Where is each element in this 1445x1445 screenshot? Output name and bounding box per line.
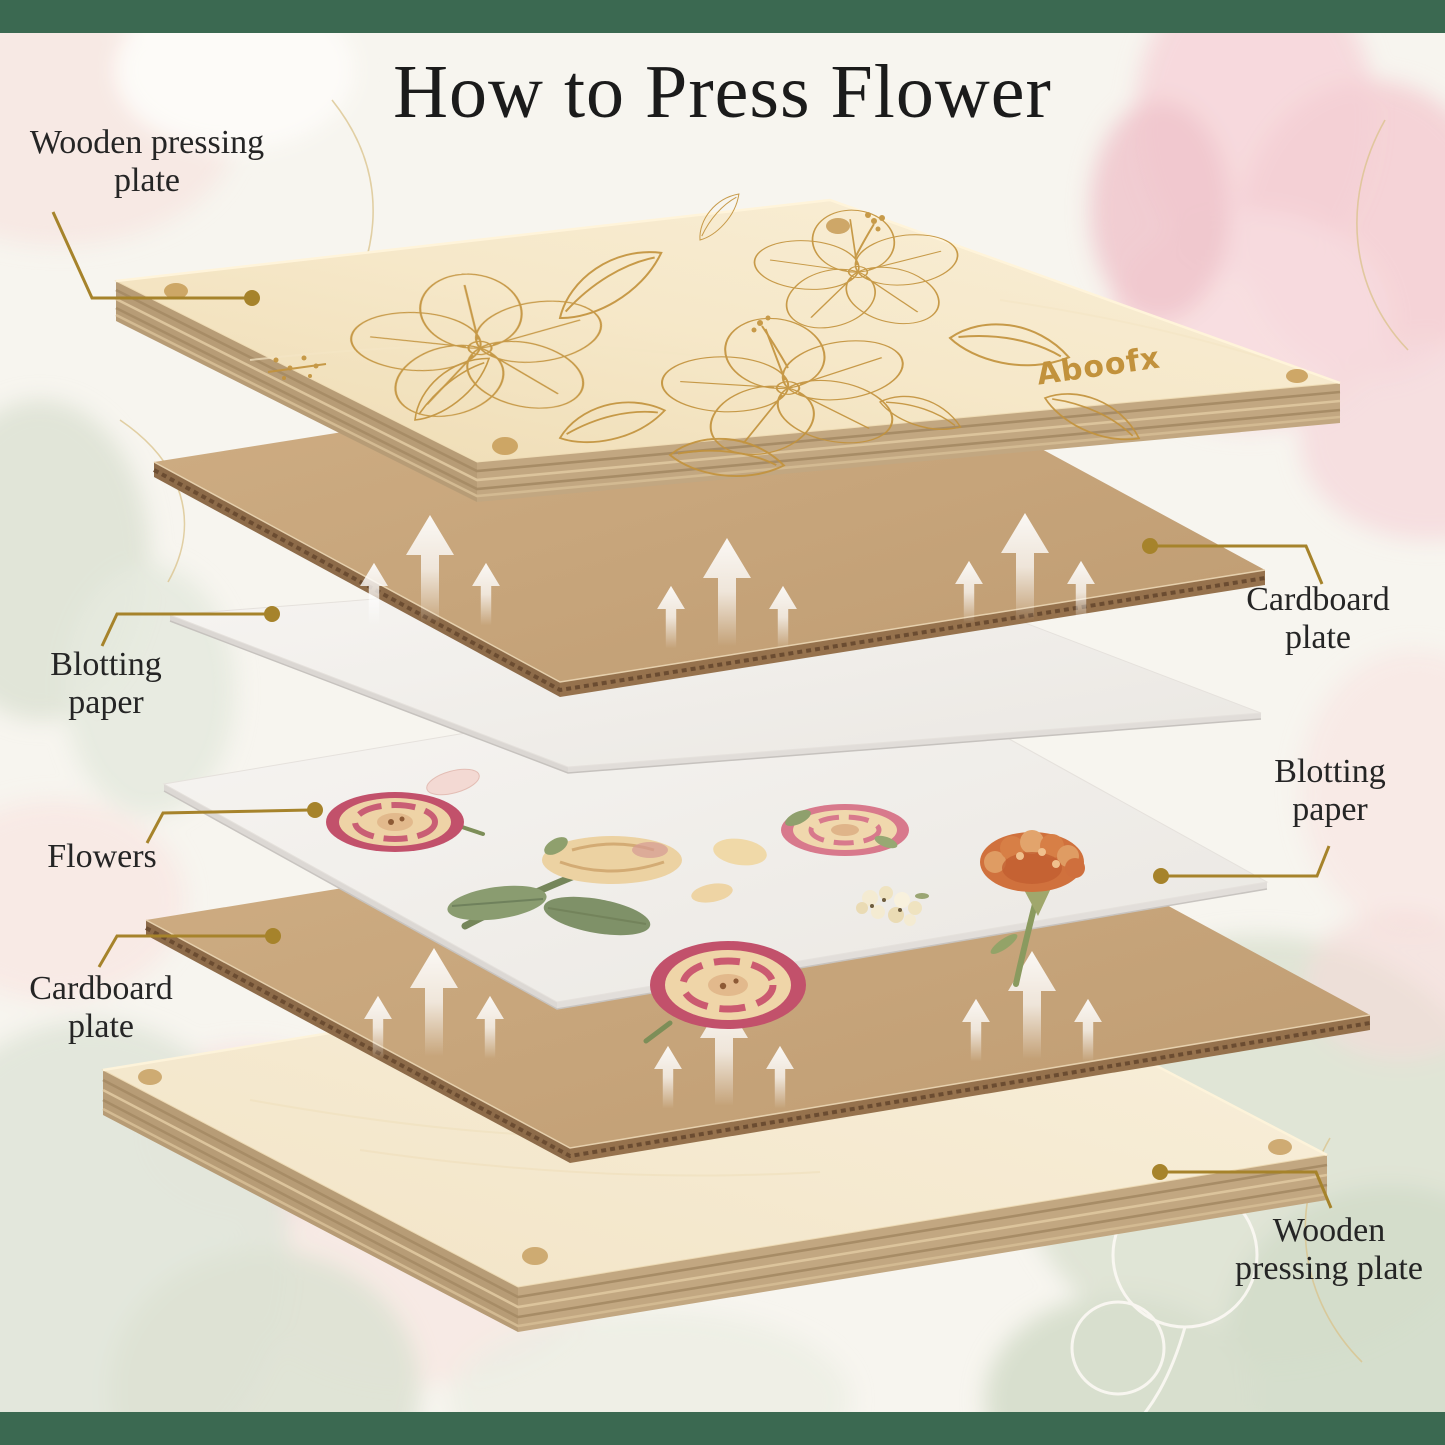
pressed-petal [426, 768, 480, 796]
label-blotting-paper-bottom: Blotting paper [1274, 753, 1386, 829]
leader-blotting-paper-bottom [1153, 845, 1331, 884]
leader-blotting-paper-top [100, 606, 280, 647]
screw-holes-bottom-plate [138, 1069, 1292, 1265]
layer-wooden-plate-top: Aboofx [114, 187, 1341, 502]
leader-flowers [145, 802, 323, 844]
label-blotting-paper-top: Blotting paper [50, 646, 162, 722]
leader-wooden-plate-top [51, 211, 260, 306]
callout-leaders [51, 211, 1333, 1209]
pressed-flowers [326, 768, 1085, 1044]
label-flowers: Flowers [47, 838, 157, 875]
leader-cardboard-plate-bottom [97, 928, 281, 968]
top-frame-bar [0, 0, 1445, 33]
pressed-rose-1 [326, 792, 485, 852]
leader-cardboard-plate-top [1142, 538, 1324, 585]
engraved-sprig [267, 355, 327, 380]
pressed-rose-3 [643, 941, 806, 1044]
pressed-rose-with-stem [447, 836, 682, 936]
layer-blotting-paper-bottom [162, 663, 1269, 1010]
label-wooden-plate-top: Wooden pressing plate [29, 124, 265, 200]
screw-holes-top-plate [164, 218, 1308, 455]
engraved-hibiscus-art [267, 187, 1147, 487]
page-title: How to Press Flower [393, 50, 1052, 134]
label-cardboard-plate-bottom: Cardboard plate [29, 970, 173, 1046]
bottom-frame-bar [0, 1412, 1445, 1445]
label-wooden-plate-bottom: Wooden pressing plate [1235, 1212, 1423, 1288]
pressed-flower-cluster [856, 886, 929, 926]
label-cardboard-plate-top: Cardboard plate [1246, 581, 1390, 657]
pressed-rose-2 [781, 804, 909, 856]
pressed-carnation [980, 830, 1085, 987]
leader-wooden-plate-bottom [1152, 1164, 1333, 1209]
pressed-petal [713, 838, 767, 866]
pressed-petal [691, 883, 733, 903]
